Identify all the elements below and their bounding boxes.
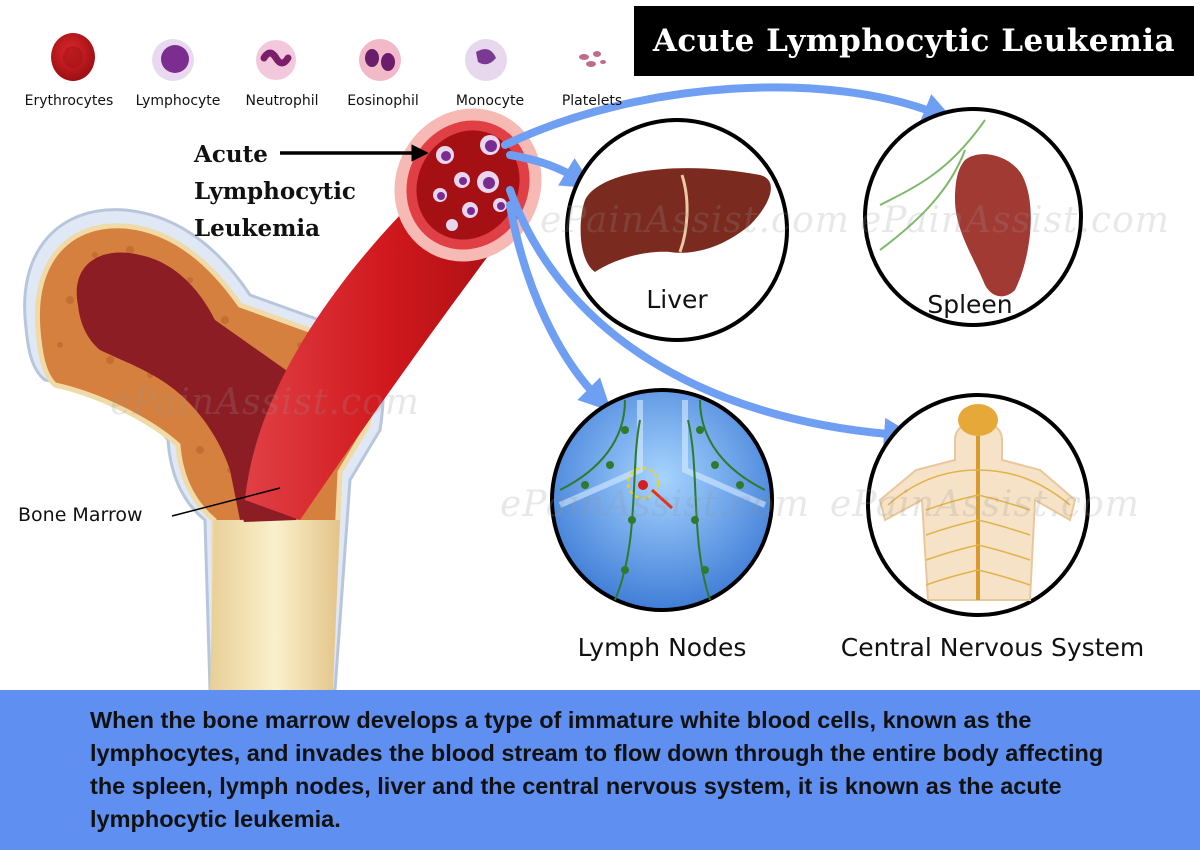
cell-label-lymphocyte: Lymphocyte: [135, 93, 221, 109]
callout-line-3: Leukemia: [194, 215, 321, 242]
watermark: ePainAssist.com: [110, 382, 420, 423]
watermark: ePainAssist.com: [860, 200, 1170, 241]
flow-arrows: [501, 83, 955, 450]
cns-label: Central Nervous System: [840, 633, 1145, 662]
lymph-nodes-circle: [550, 388, 774, 612]
spleen-circle: [863, 107, 1083, 327]
arrow-to-spleen: [501, 83, 955, 149]
cell-label-neutrophil: Neutrophil: [245, 93, 319, 109]
watermark: ePainAssist.com: [500, 484, 810, 525]
eosinophil-icon: [359, 39, 401, 81]
cell-label-platelets: Platelets: [561, 93, 623, 109]
monocyte-icon: [465, 39, 507, 81]
cell-label-eosinophil: Eosinophil: [347, 93, 419, 109]
watermark: ePainAssist.com: [540, 200, 850, 241]
liver-circle: [565, 118, 789, 342]
watermark: ePainAssist.com: [830, 484, 1140, 525]
bone-marrow-pointer: [171, 487, 281, 517]
spleen-label: Spleen: [927, 290, 1013, 319]
page-title: Acute Lymphocytic Leukemia: [634, 6, 1194, 76]
bone-marrow-label: Bone Marrow: [18, 504, 143, 526]
description-caption: When the bone marrow develops a type of …: [0, 690, 1200, 850]
callout-line-2: Lymphocytic: [194, 178, 356, 205]
arrow-to-liver: [506, 151, 594, 189]
cns-circle: [866, 393, 1090, 617]
cell-label-monocyte: Monocyte: [455, 93, 525, 109]
erythrocyte-icon: [51, 33, 95, 81]
spleen-icon: [955, 154, 1031, 297]
arrow-to-lymph-nodes: [506, 201, 612, 412]
cell-label-erythrocytes: Erythrocytes: [24, 93, 114, 109]
liver-icon: [580, 168, 771, 272]
lymphocyte-icon: [152, 39, 194, 81]
brain-icon: [958, 404, 998, 436]
liver-label: Liver: [646, 285, 708, 314]
bone-illustration: [23, 208, 385, 693]
arrow-to-cns: [506, 186, 916, 450]
lymph-nodes-label: Lymph Nodes: [577, 633, 747, 662]
platelets-icon: [579, 51, 606, 67]
neutrophil-icon: [256, 40, 296, 80]
leukemia-callout: Acute Lymphocytic Leukemia: [194, 136, 356, 247]
callout-line-1: Acute: [194, 141, 268, 168]
